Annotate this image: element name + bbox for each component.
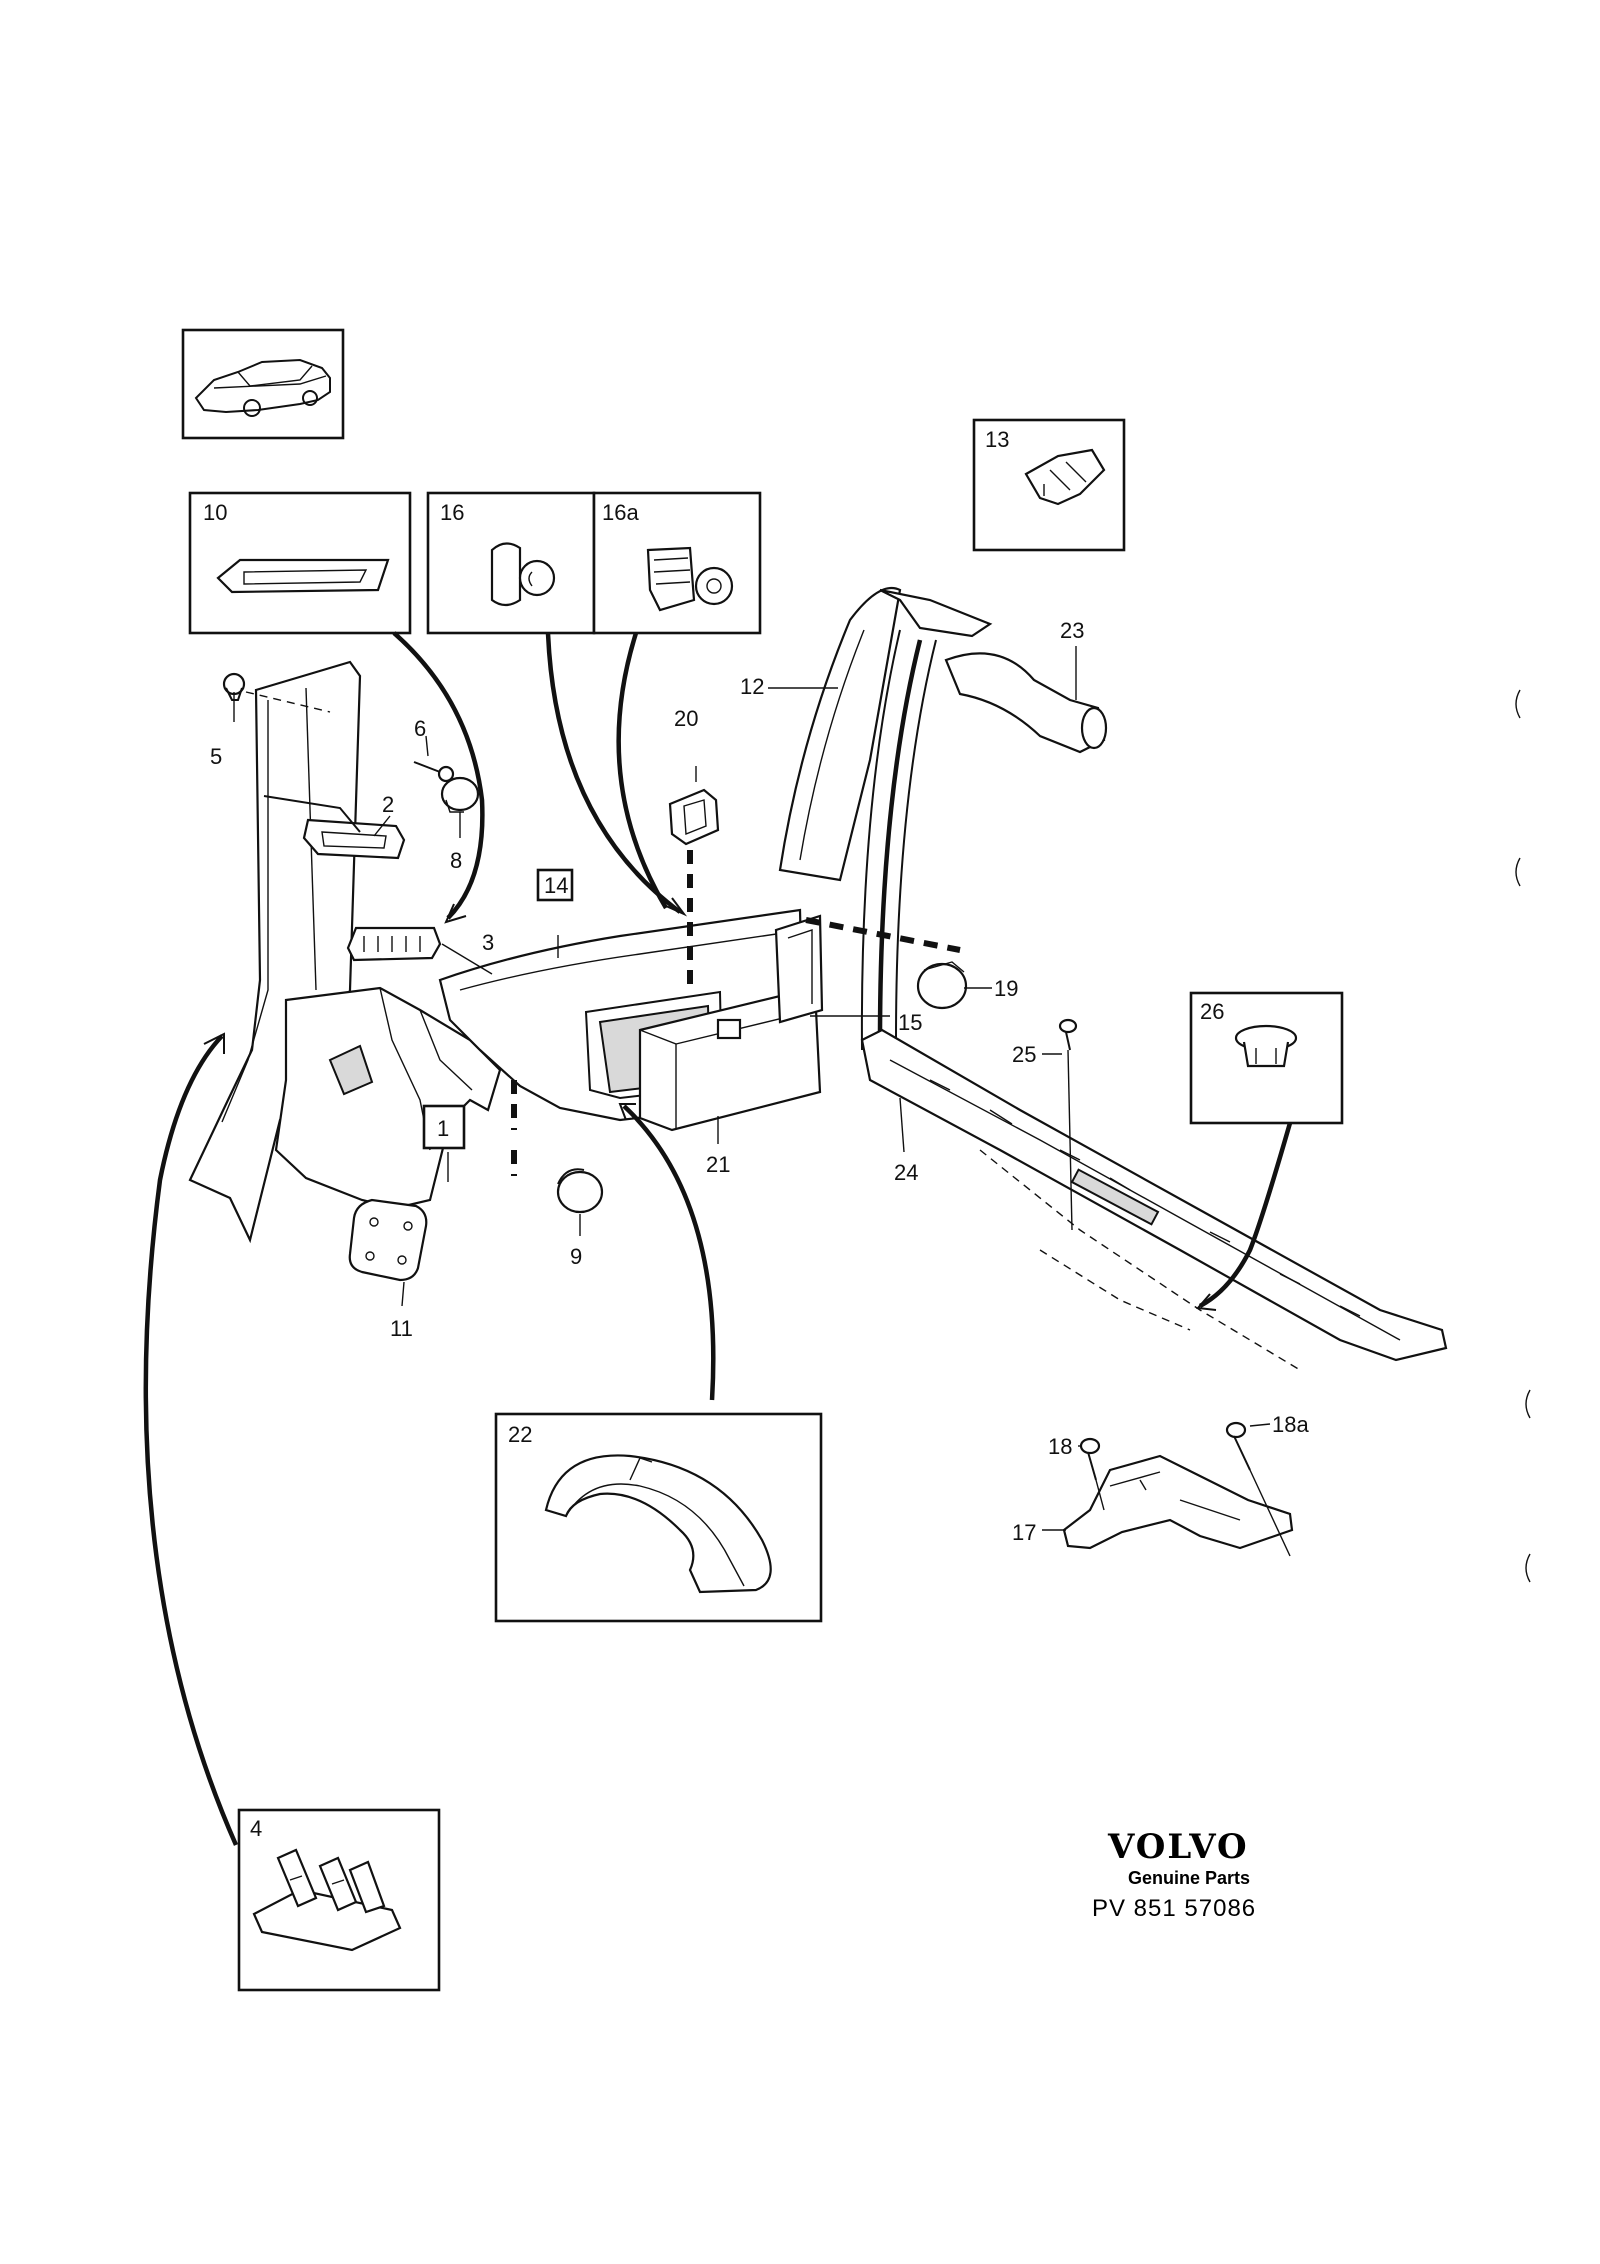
callout-24: 24 bbox=[894, 1160, 918, 1185]
inset-label-10: 10 bbox=[203, 500, 227, 525]
callout-2: 2 bbox=[382, 792, 394, 817]
inset-label-4: 4 bbox=[250, 1816, 262, 1841]
inset-box-16: 16 bbox=[426, 491, 596, 635]
callout-leaders bbox=[233, 646, 1271, 1531]
brand-subtitle: Genuine Parts bbox=[1128, 1868, 1250, 1888]
inset-box-10: 10 bbox=[188, 491, 412, 635]
inset-box-13: 13 bbox=[972, 418, 1126, 552]
margin-marks bbox=[1515, 689, 1531, 1583]
vent-grille-3 bbox=[346, 926, 442, 962]
screw-25 bbox=[1058, 1018, 1078, 1231]
part-catalog-code: PV 851 57086 bbox=[1092, 1895, 1256, 1922]
clip-20 bbox=[668, 788, 720, 846]
screw-18a bbox=[1225, 1421, 1291, 1557]
callout-15: 15 bbox=[898, 1010, 922, 1035]
sill-plate bbox=[860, 1028, 1448, 1371]
plug-19 bbox=[916, 961, 968, 1010]
pad-11 bbox=[348, 1198, 428, 1282]
wheel-arch-trim bbox=[274, 986, 502, 1210]
inset-box-22: 22 bbox=[494, 1412, 823, 1623]
screw-6 bbox=[413, 761, 455, 783]
callout-21: 21 bbox=[706, 1152, 730, 1177]
inset-box-16a: 16a bbox=[592, 491, 762, 635]
callout-6: 6 bbox=[414, 716, 426, 741]
callout-18a: 18a bbox=[1272, 1412, 1309, 1437]
callout-17: 17 bbox=[1012, 1520, 1036, 1545]
screw-18 bbox=[1079, 1437, 1105, 1511]
door-seal-strip bbox=[860, 629, 1108, 1067]
inset-label-22: 22 bbox=[508, 1422, 532, 1447]
callout-12: 12 bbox=[740, 674, 764, 699]
callout-25: 25 bbox=[1012, 1042, 1036, 1067]
brand-block: VOLVO Genuine Parts PV 851 57086 bbox=[1092, 1827, 1256, 1922]
callout-11: 11 bbox=[390, 1316, 413, 1341]
floor-bracket bbox=[1062, 1454, 1294, 1550]
vehicle-thumbnail bbox=[181, 328, 345, 440]
callout-9: 9 bbox=[570, 1244, 582, 1269]
callout-5: 5 bbox=[210, 744, 222, 769]
leader-arrows bbox=[143, 631, 1293, 1846]
inset-label-16: 16 bbox=[440, 500, 464, 525]
callout-8: 8 bbox=[450, 848, 462, 873]
callout-19: 19 bbox=[994, 976, 1018, 1001]
inset-label-16a: 16a bbox=[602, 500, 639, 525]
brand-logo: VOLVO bbox=[1107, 1827, 1249, 1867]
svg-text:1: 1 bbox=[437, 1116, 449, 1141]
svg-text:14: 14 bbox=[544, 873, 568, 898]
callout-3: 3 bbox=[482, 930, 494, 955]
inset-label-26: 26 bbox=[1200, 999, 1224, 1024]
support-bracket bbox=[774, 914, 824, 1024]
inset-box-26: 26 bbox=[1189, 991, 1344, 1125]
boxed-callout-14: 14 bbox=[536, 868, 574, 902]
cap-8 bbox=[440, 776, 480, 813]
boxed-callout-1: 1 bbox=[422, 1104, 466, 1150]
callout-20: 20 bbox=[674, 706, 698, 731]
inset-box-4: 4 bbox=[237, 1808, 441, 1992]
callout-18: 18 bbox=[1048, 1434, 1072, 1459]
callout-23: 23 bbox=[1060, 618, 1084, 643]
assembly-lines bbox=[245, 691, 961, 1176]
plug-9 bbox=[556, 1168, 604, 1214]
b-pillar-trim bbox=[778, 586, 993, 882]
inset-label-13: 13 bbox=[985, 427, 1009, 452]
